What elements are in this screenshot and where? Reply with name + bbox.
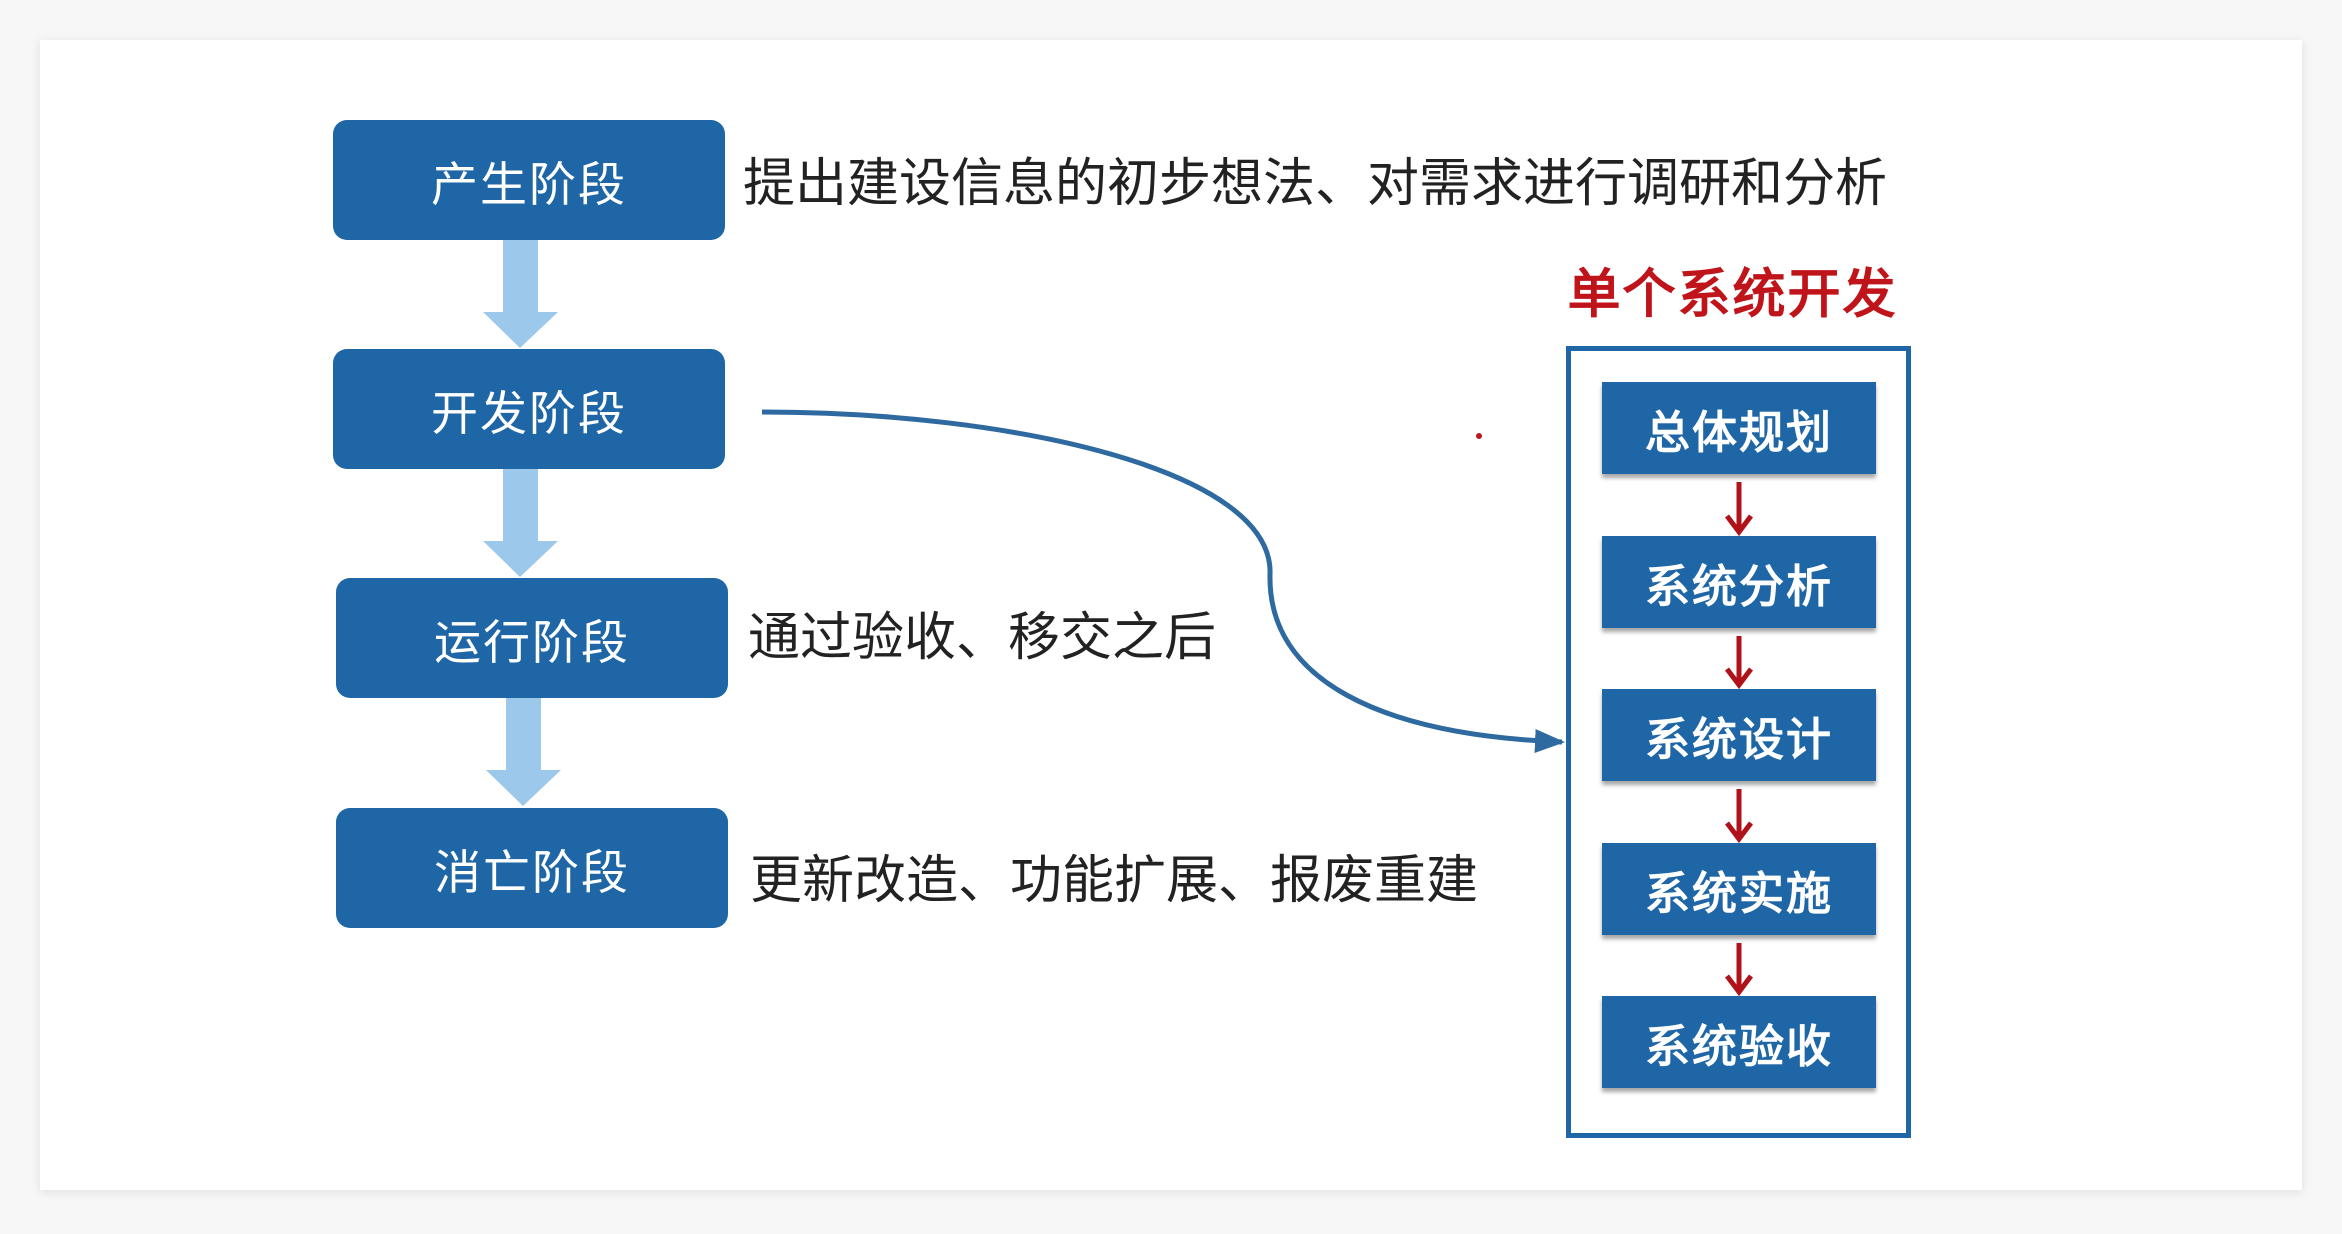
stage-box-operation: 运行阶段: [336, 578, 728, 698]
stage-label: 运行阶段: [434, 615, 630, 671]
dev-step-arrow-3: [1725, 789, 1753, 844]
dev-step-arrow-4: [1725, 943, 1753, 997]
stage-box-development: 开发阶段: [333, 349, 725, 469]
stray-dot: [1476, 433, 1482, 439]
stage-description-generation: 提出建设信息的初步想法、对需求进行调研和分析: [743, 154, 1888, 214]
stage-box-retirement: 消亡阶段: [336, 808, 728, 928]
dev-step-label: 总体规划: [1644, 405, 1833, 459]
dev-step-label: 系统设计: [1644, 712, 1833, 766]
stage-label: 产生阶段: [431, 157, 627, 213]
dev-step-planning: 总体规划: [1602, 382, 1876, 474]
dev-step-label: 系统分析: [1644, 559, 1833, 613]
panel-title: 单个系统开发: [1567, 264, 1898, 325]
dev-step-analysis: 系统分析: [1602, 536, 1876, 628]
dev-step-arrow-2: [1725, 636, 1753, 690]
dev-step-label: 系统验收: [1644, 1019, 1833, 1073]
stage-arrow-3: [486, 698, 561, 806]
dev-step-label: 系统实施: [1644, 866, 1833, 920]
stage-label: 消亡阶段: [434, 845, 630, 901]
stage-arrow-1: [483, 240, 558, 348]
dev-step-design: 系统设计: [1602, 689, 1876, 781]
development-connector-curve: [761, 409, 1565, 753]
dev-step-implementation: 系统实施: [1602, 843, 1876, 935]
stage-description-operation: 通过验收、移交之后: [748, 608, 1217, 668]
stage-arrow-2: [483, 469, 558, 577]
stage-label: 开发阶段: [431, 386, 627, 442]
stage-box-generation: 产生阶段: [333, 120, 725, 240]
development-panel: [1566, 346, 1911, 1138]
stage-description-retirement: 更新改造、功能扩展、报废重建: [750, 851, 1479, 911]
dev-step-acceptance: 系统验收: [1602, 996, 1876, 1088]
dev-step-arrow-1: [1725, 482, 1753, 537]
